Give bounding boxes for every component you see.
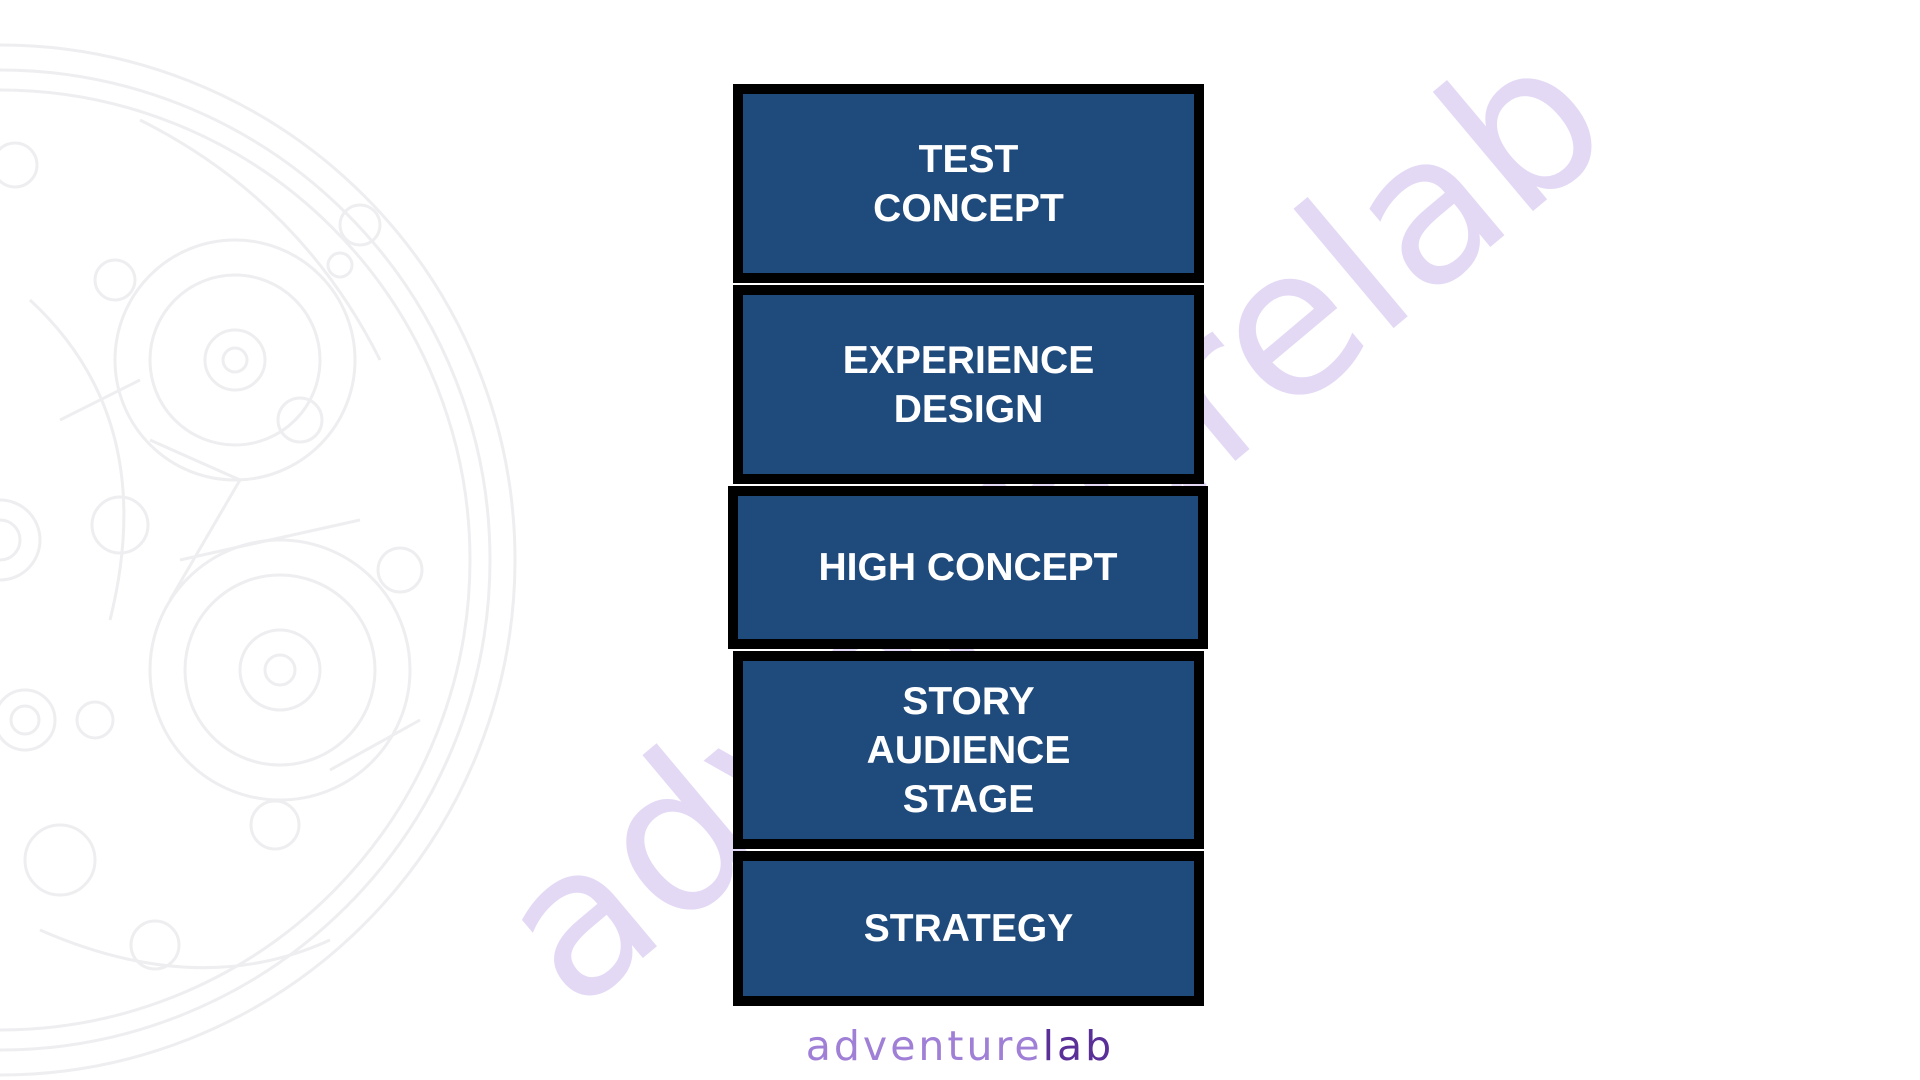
block-test-concept: TEST CONCEPT [733,84,1204,283]
block-label-high-concept: HIGH CONCEPT [818,546,1118,589]
logo-part-lab: lab [1042,1022,1115,1070]
block-experience-design: EXPERIENCE DESIGN [733,285,1204,484]
adventurelab-logo: adventurelab [0,1020,1920,1072]
clockwork-mechanism-icon [0,43,517,1077]
block-high-concept: HIGH CONCEPT [728,486,1208,649]
block-label-strategy: STRATEGY [863,907,1074,950]
block-label-test-concept: TEST CONCEPT [873,137,1064,230]
block-strategy: STRATEGY [733,851,1204,1006]
block-label-experience-design: EXPERIENCE DESIGN [842,338,1095,431]
block-label-story-audience-stage: STORY AUDIENCE STAGE [866,679,1071,821]
block-story-audience-stage: STORY AUDIENCE STAGE [733,651,1204,849]
logo-part-adventure: adventure [805,1022,1043,1070]
